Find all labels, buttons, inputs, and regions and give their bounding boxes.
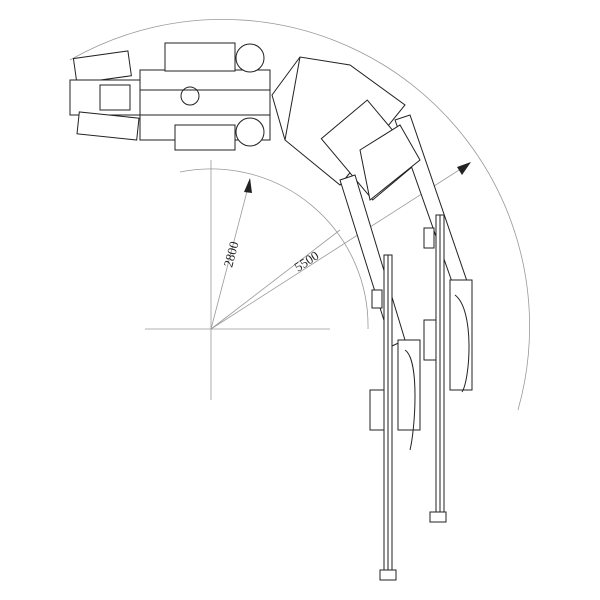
boom-left [339, 174, 421, 581]
outer-arc [69, 18, 530, 411]
dimension-label-2800: 2800 [220, 240, 241, 269]
arrow-5500 [457, 162, 471, 175]
boom-right [359, 114, 473, 523]
arrow-2800 [244, 178, 252, 193]
radial-line [210, 229, 341, 330]
inner-arc [179, 168, 369, 330]
dimension-line-2800 [210, 179, 251, 330]
construction-lines [69, 18, 530, 411]
dimension-label-5500: 5500 [291, 248, 321, 275]
